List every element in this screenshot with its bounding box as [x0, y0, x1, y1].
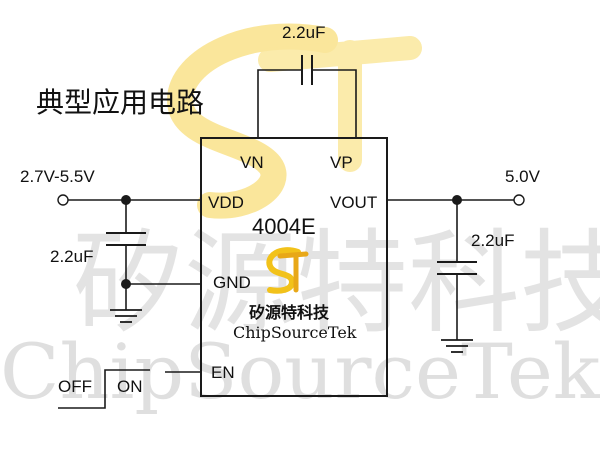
pin-vout-label: VOUT [330, 193, 377, 212]
output-rail [387, 194, 525, 353]
enable-switch [58, 369, 201, 409]
chip-logo [266, 247, 309, 294]
pin-en-label: EN [211, 363, 235, 382]
chip-brand-en: ChipSourceTek [233, 323, 357, 342]
pin-vn-label: VN [240, 153, 264, 172]
watermark-en-text: ChipSourceTek [0, 327, 600, 416]
chip-body [200, 137, 388, 397]
output-cap-label: 2.2uF [471, 231, 514, 250]
switch-on-label: ON [117, 377, 143, 396]
input-cap-label: 2.2uF [50, 247, 93, 266]
chip-brand-cn: 矽源特科技 [249, 303, 330, 322]
section-heading: 典型应用电路 [36, 86, 204, 119]
input-voltage-label: 2.7V-5.5V [20, 167, 95, 186]
input-rail [57, 194, 201, 323]
pin-gnd-label: GND [213, 273, 251, 292]
chip-part-number: 4004E [252, 214, 316, 239]
watermark-logo [166, 23, 422, 219]
pin-vdd-label: VDD [208, 193, 244, 212]
switch-off-label: OFF [58, 377, 92, 396]
pin-vp-label: VP [330, 153, 353, 172]
flying-cap-label: 2.2uF [282, 23, 325, 42]
flying-capacitor [257, 55, 357, 138]
output-voltage-label: 5.0V [505, 167, 541, 186]
